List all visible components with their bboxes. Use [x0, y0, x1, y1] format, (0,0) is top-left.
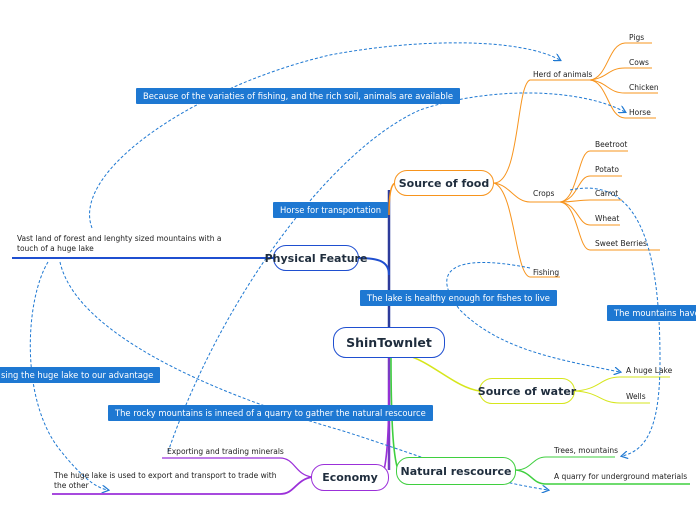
- branch-economy[interactable]: Economy: [311, 464, 389, 491]
- leaf-pigs[interactable]: Pigs: [629, 33, 645, 42]
- leaf-carrot[interactable]: Carrot: [595, 189, 619, 198]
- link-huge-lake-trade: [52, 476, 313, 495]
- leaf-huge-lake[interactable]: A huge Lake: [626, 366, 673, 375]
- subtopic-herd-of-animals[interactable]: Herd of animals: [533, 70, 593, 79]
- subtopic-crops[interactable]: Crops: [533, 189, 555, 198]
- link-quarry: [515, 469, 690, 485]
- relation-mountains-trees: [569, 187, 661, 456]
- callout-lake-healthy[interactable]: The lake is healthy enough for fishes to…: [360, 290, 557, 306]
- link-potato: [559, 175, 622, 203]
- callout-animals-available[interactable]: Because of the variaties of fishing, and…: [136, 88, 461, 104]
- relation-vast-to-herd: [89, 42, 560, 229]
- callout-mountains-have[interactable]: The mountains have: [607, 305, 696, 321]
- leaf-cows[interactable]: Cows: [629, 58, 649, 67]
- subtopic-fishing[interactable]: Fishing: [533, 268, 560, 277]
- relation-lake-export: [29, 261, 108, 490]
- link-carrot: [559, 199, 622, 203]
- link-wells: [573, 390, 650, 404]
- link-herd: [493, 79, 590, 184]
- link-water: [404, 354, 481, 392]
- leaf-potato[interactable]: Potato: [595, 165, 619, 174]
- link-economy: [379, 379, 390, 478]
- relation-horse-link: [167, 92, 625, 453]
- link-berries: [559, 201, 660, 251]
- leaf-trees-mountains[interactable]: Trees, mountains: [554, 446, 618, 455]
- branch-source-of-water[interactable]: Source of water: [478, 378, 576, 404]
- link-horse: [589, 79, 656, 119]
- central-node[interactable]: ShinTownlet: [333, 327, 445, 358]
- leaf-wheat[interactable]: Wheat: [595, 214, 620, 223]
- link-beetroot: [559, 150, 628, 203]
- leaf-lake-export-trade[interactable]: The huge lake is used to export and tran…: [54, 471, 277, 490]
- relation-fishing-lake: [446, 261, 620, 372]
- leaf-quarry[interactable]: A quarry for underground materials: [554, 472, 688, 481]
- callout-rocky-quarry[interactable]: The rocky mountains is inneed of a quarr…: [108, 405, 433, 421]
- callout-horse-transport[interactable]: Horse for transportation: [273, 202, 389, 218]
- link-physical: [357, 257, 390, 276]
- leaf-sweet-berries[interactable]: Sweet Berries: [595, 239, 647, 248]
- branch-natural-rescource[interactable]: Natural rescource: [396, 457, 516, 485]
- leaf-beetroot[interactable]: Beetroot: [595, 140, 628, 149]
- link-cows: [589, 67, 652, 81]
- leaf-horse[interactable]: Horse: [629, 108, 651, 117]
- branch-physical-feature[interactable]: Physical Feature: [265, 245, 367, 271]
- link-lake: [573, 376, 670, 392]
- branch-source-of-food[interactable]: Source of food: [394, 170, 494, 196]
- leaf-wells[interactable]: Wells: [626, 392, 646, 401]
- link-wheat: [559, 201, 620, 226]
- link-trees: [515, 456, 615, 471]
- link-chicken: [589, 79, 658, 94]
- link-crops: [493, 182, 560, 203]
- link-exporting: [162, 457, 313, 478]
- leaf-exporting-minerals[interactable]: Exporting and trading minerals: [167, 447, 284, 456]
- link-pigs: [589, 42, 652, 81]
- callout-using-lake[interactable]: sing the huge lake to our advantage: [0, 367, 161, 383]
- link-fishing: [493, 182, 560, 278]
- leaf-vast-land[interactable]: Vast land of forest and lenghty sized mo…: [17, 234, 222, 253]
- leaf-chicken[interactable]: Chicken: [629, 83, 659, 92]
